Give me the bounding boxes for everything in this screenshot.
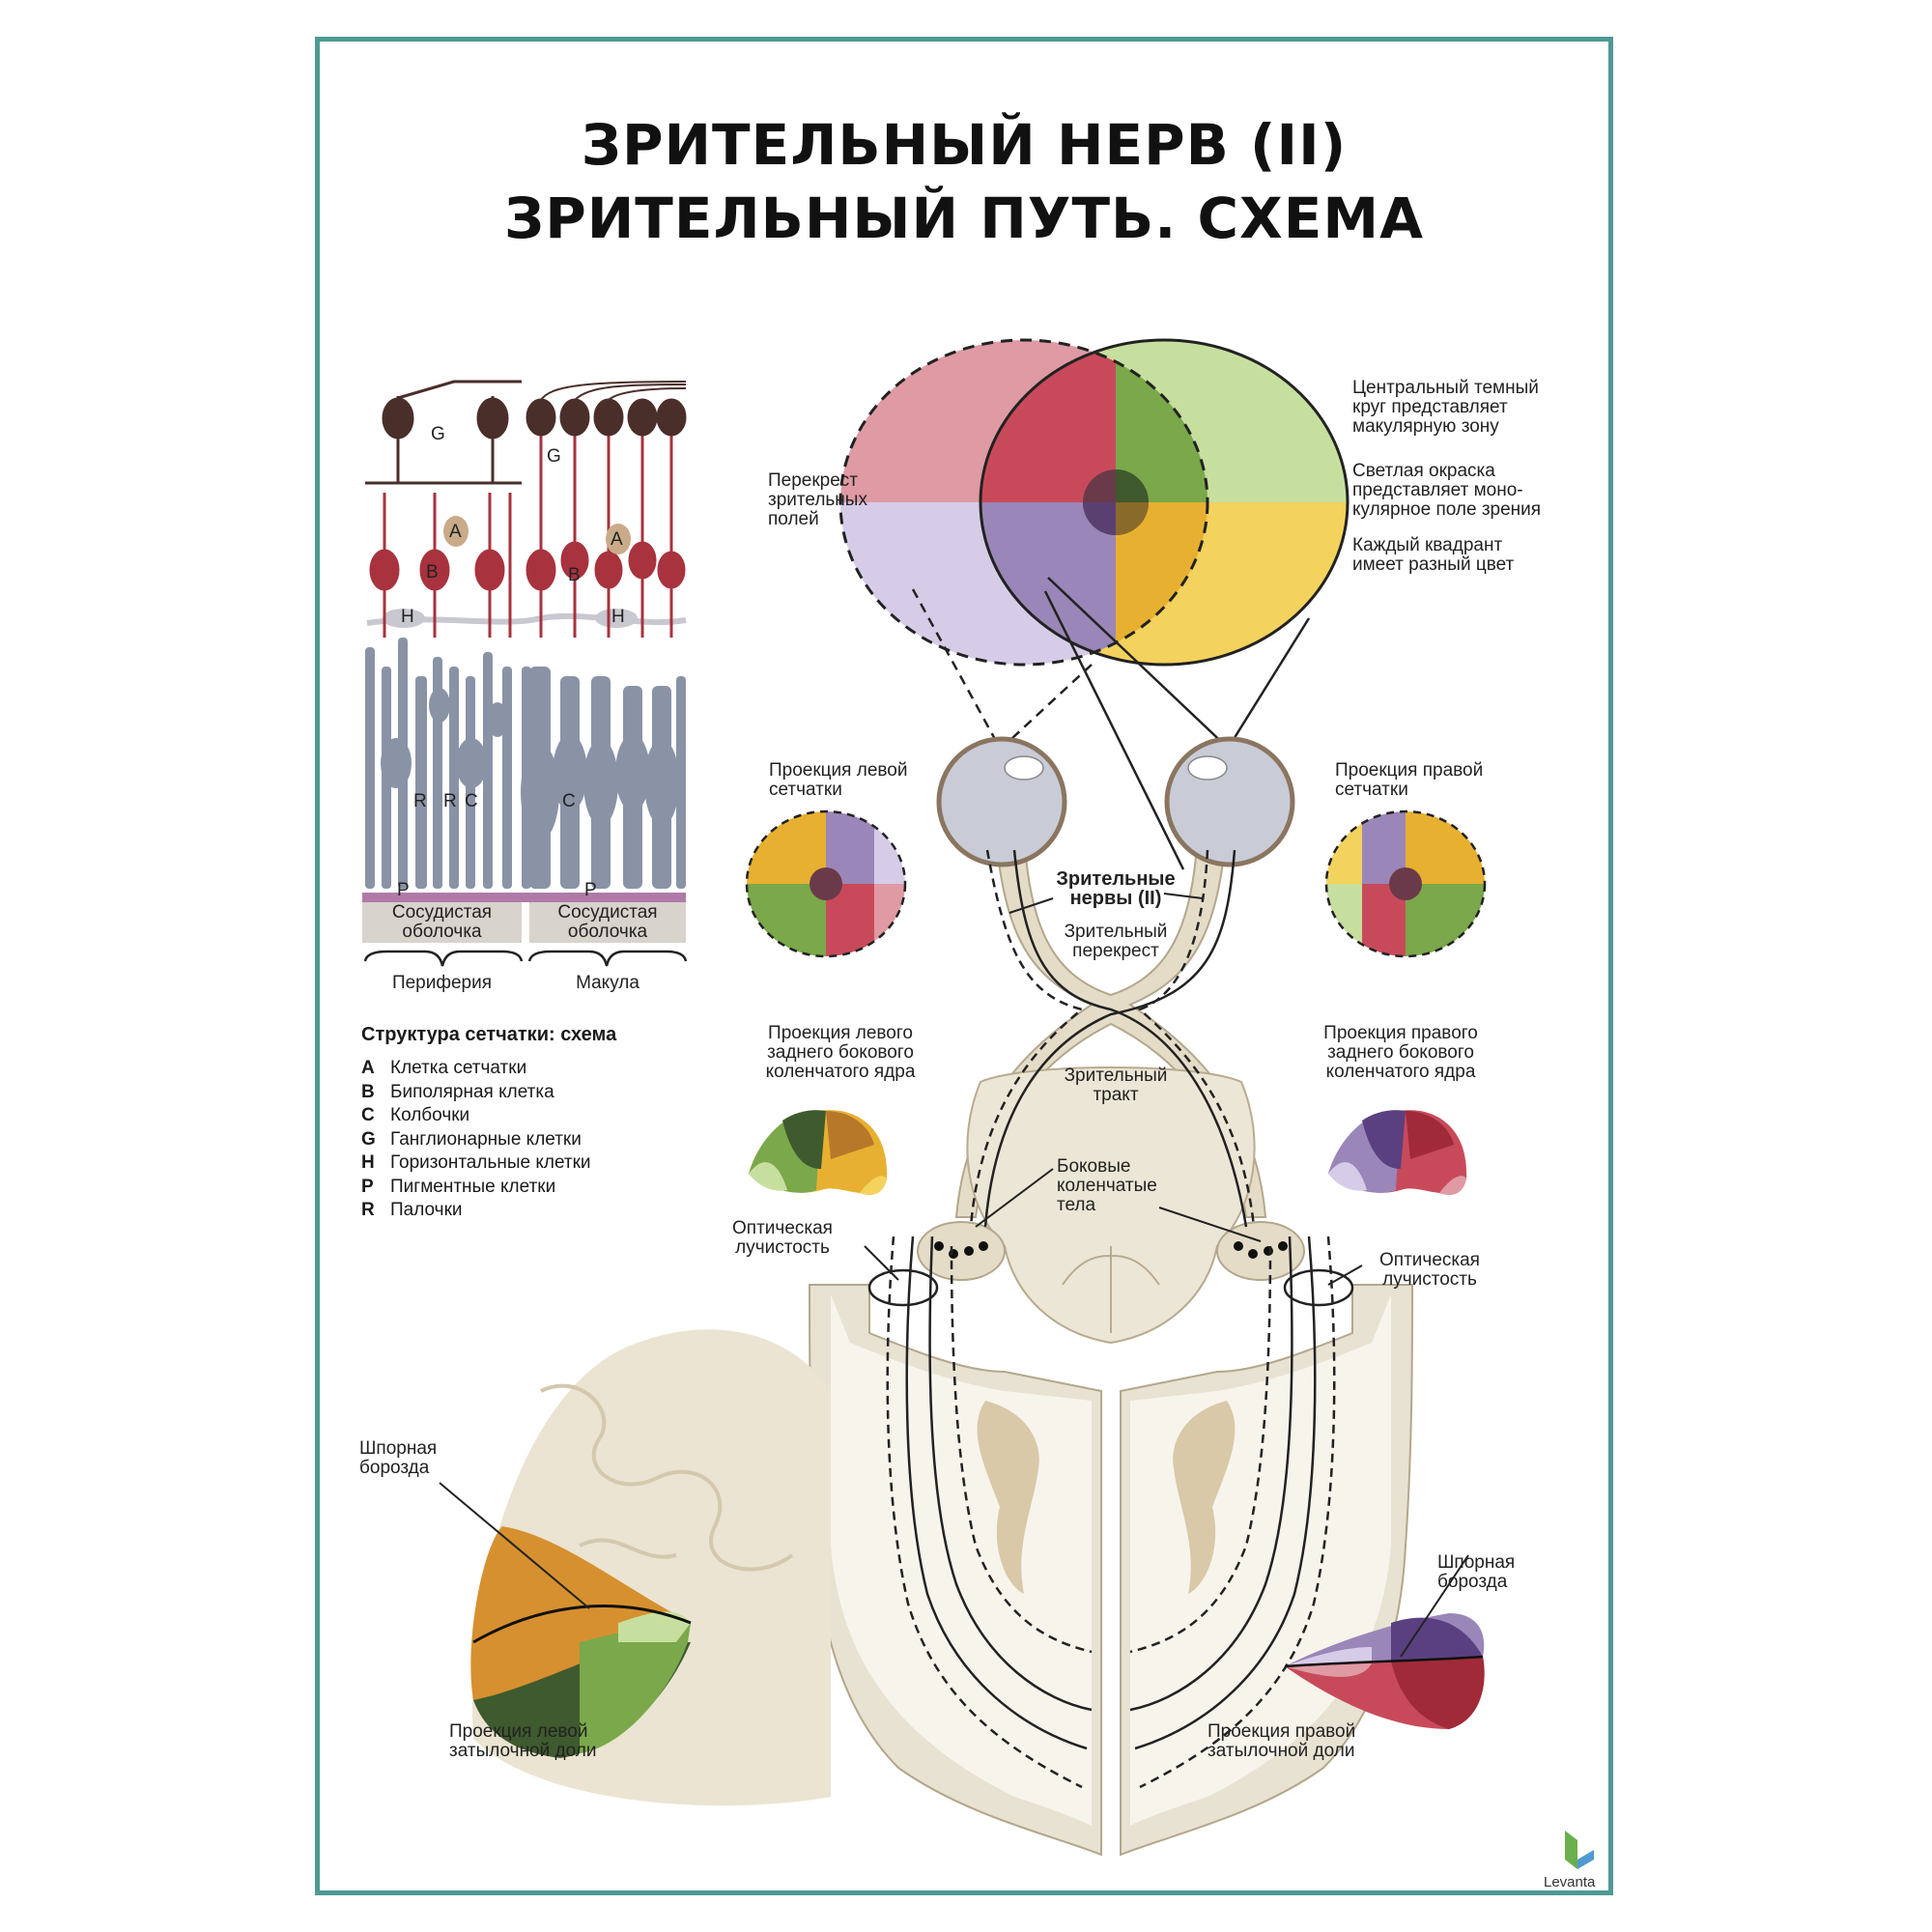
left-lgn-projection-label: Проекция левого заднего бокового коленча… xyxy=(765,1023,916,1082)
periphery-label: Периферия xyxy=(391,973,493,993)
legend-key: C xyxy=(361,1105,375,1125)
legend-text: Ганглионарные клетки xyxy=(390,1128,582,1150)
retina-schema xyxy=(362,380,688,967)
right-occipital-projection-label: Проекция правой затылочной доли xyxy=(1208,1721,1356,1761)
levanta-logo-icon xyxy=(1565,1831,1594,1869)
retina-letter-a-periphery: A xyxy=(449,522,462,542)
legend-text: Колбочки xyxy=(390,1105,470,1125)
legend-row: C Колбочки xyxy=(361,1104,591,1128)
optic-pathway xyxy=(864,736,1363,1345)
brand-name: Levanta xyxy=(1544,1874,1596,1890)
macula-label: Макула xyxy=(576,973,639,993)
left-retina-projection-label: Проекция левой сетчатки xyxy=(769,760,908,800)
retina-letter-a-macula: A xyxy=(611,529,623,550)
note-light-color: Светлая окраска представляет моно- куляр… xyxy=(1352,461,1542,520)
brain-sections xyxy=(808,1236,1414,1857)
optic-nerves-label: Зрительные нервы (II) xyxy=(1056,868,1176,909)
retina-letter-r-2: R xyxy=(443,791,457,811)
retina-letter-c-periphery: C xyxy=(465,791,478,811)
calcarine-sulcus-right-label: Шпорная борозда xyxy=(1437,1552,1516,1592)
right-retina-projection xyxy=(1324,810,1487,958)
right-lgn-projection xyxy=(1328,1110,1467,1195)
left-lgn-projection xyxy=(749,1110,888,1195)
retina-letter-p-macula: P xyxy=(584,880,597,900)
lgb-label: Боковые коленчатые тела xyxy=(1057,1156,1157,1215)
legend-text: Горизонтальные клетки xyxy=(390,1152,591,1173)
poster-frame xyxy=(315,37,1613,1895)
legend-key: P xyxy=(361,1176,374,1197)
legend-key: H xyxy=(361,1152,375,1173)
optic-radiation-right-label: Оптическая лучистость xyxy=(1379,1250,1480,1290)
field-crossing-label: Перекрест зрительных полей xyxy=(768,470,867,529)
retina-letter-g-periphery: G xyxy=(431,424,445,444)
photoreceptors xyxy=(365,638,686,889)
choroid-label-periphery: Сосудистая оболочка xyxy=(391,902,493,942)
legend-row: A Клетка сетчатки xyxy=(361,1057,591,1081)
legend-row: H Горизонтальные клетки xyxy=(361,1151,591,1176)
retina-letter-p-periphery: P xyxy=(397,880,410,900)
legend-key: A xyxy=(361,1058,375,1078)
right-lgn-projection-label: Проекция правого заднего бокового коленч… xyxy=(1323,1023,1478,1082)
optic-radiation-left-label: Оптическая лучистость xyxy=(732,1218,833,1258)
retina-letter-c-macula: C xyxy=(562,791,576,811)
left-occipital-projection-label: Проекция левой затылочной доли xyxy=(449,1721,597,1761)
legend-text: Палочки xyxy=(390,1200,463,1220)
legend-text: Пигментные клетки xyxy=(390,1176,556,1197)
left-hemisphere-view xyxy=(439,1329,831,1806)
legend-key: G xyxy=(361,1128,376,1150)
note-central-circle: Центральный темный круг представляет мак… xyxy=(1352,378,1539,437)
chiasm-label: Зрительный перекрест xyxy=(1064,922,1168,961)
retina-legend: A Клетка сетчатки B Биполярная клетка C Кол… xyxy=(361,1057,591,1223)
right-occipital-projection xyxy=(1284,1554,1485,1729)
legend-text: Биполярная клетка xyxy=(390,1081,554,1102)
legend-key: R xyxy=(361,1200,375,1220)
legend-title: Структура сетчатки: схема xyxy=(361,1024,617,1045)
choroid-label-macula: Сосудистая оболочка xyxy=(557,902,658,942)
retina-letter-g-macula: G xyxy=(547,446,561,467)
optic-tract-label: Зрительный тракт xyxy=(1064,1065,1168,1105)
retina-letter-h-macula: H xyxy=(611,607,625,627)
legend-row: R Палочки xyxy=(361,1199,591,1223)
retina-letter-h-periphery: H xyxy=(401,607,414,627)
right-retina-projection-label: Проекция правой сетчатки xyxy=(1335,760,1484,800)
retina-letter-b-macula: B xyxy=(568,565,581,585)
retina-letter-r-1: R xyxy=(413,791,427,811)
legend-key: B xyxy=(361,1081,375,1102)
note-quadrant-color: Каждый квадрант имеет разный цвет xyxy=(1352,535,1515,575)
retina-letter-b-periphery: B xyxy=(426,562,439,582)
legend-row: G Ганглионарные клетки xyxy=(361,1128,591,1152)
title-line-1: ЗРИТЕЛЬНЫЙ НЕРВ (II) xyxy=(581,112,1348,178)
calcarine-sulcus-left-label: Шпорная борозда xyxy=(359,1438,438,1478)
left-retina-projection xyxy=(745,810,907,958)
poster-title: ЗРИТЕЛЬНЫЙ НЕРВ (II) ЗРИТЕЛЬНЫЙ ПУТЬ. СХ… xyxy=(315,108,1613,255)
legend-row: B Биполярная клетка xyxy=(361,1081,591,1105)
legend-row: P Пигментные клетки xyxy=(361,1176,591,1200)
title-line-2: ЗРИТЕЛЬНЫЙ ПУТЬ. СХЕМА xyxy=(504,185,1424,251)
legend-text: Клетка сетчатки xyxy=(390,1058,527,1078)
